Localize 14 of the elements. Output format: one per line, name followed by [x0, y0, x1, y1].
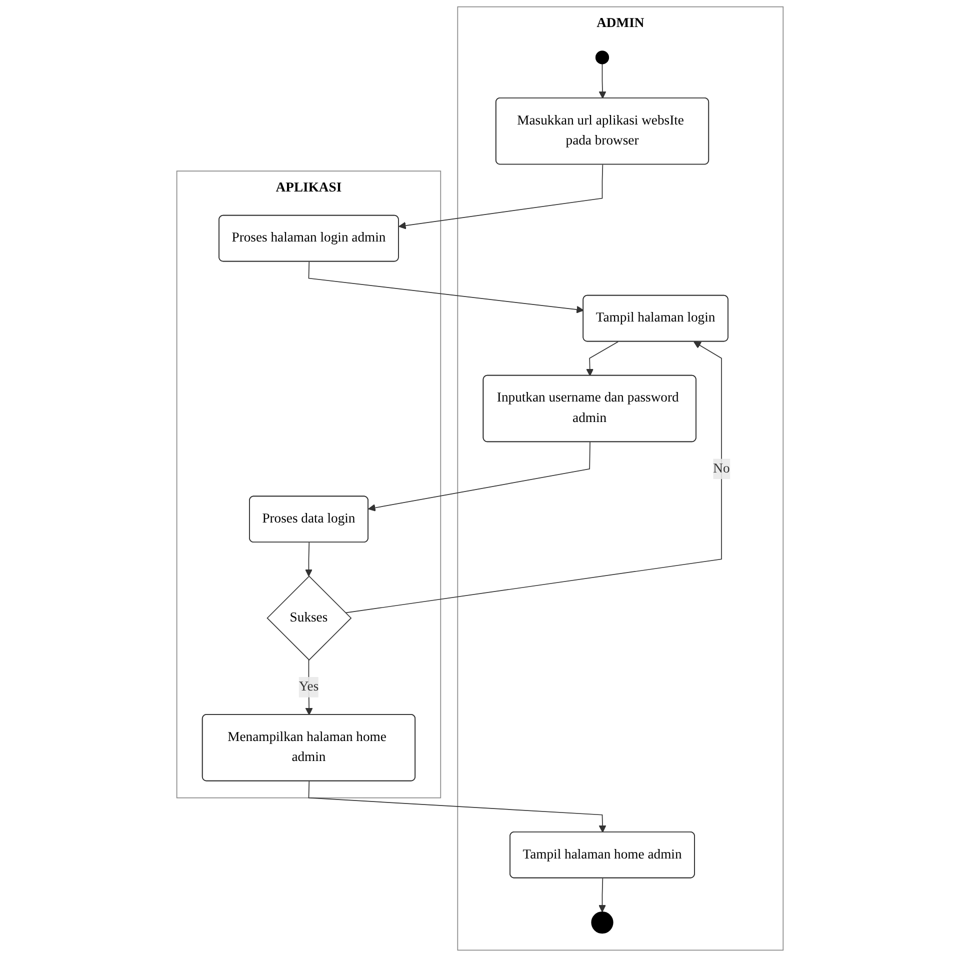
arrow: [308, 261, 584, 314]
arrow: [368, 442, 590, 512]
arrow: [598, 63, 606, 99]
arrow: [598, 878, 606, 912]
node-diamond: Sukses: [266, 576, 352, 661]
edge-label: No: [712, 461, 730, 476]
arrow: [586, 341, 618, 376]
arrow: [308, 780, 606, 833]
node-circle: [590, 911, 613, 934]
edge-label: Yes: [298, 680, 318, 694]
arrow: [344, 341, 722, 614]
arrow: [398, 164, 603, 230]
node-circle: [594, 50, 609, 64]
arrow: [304, 542, 312, 576]
